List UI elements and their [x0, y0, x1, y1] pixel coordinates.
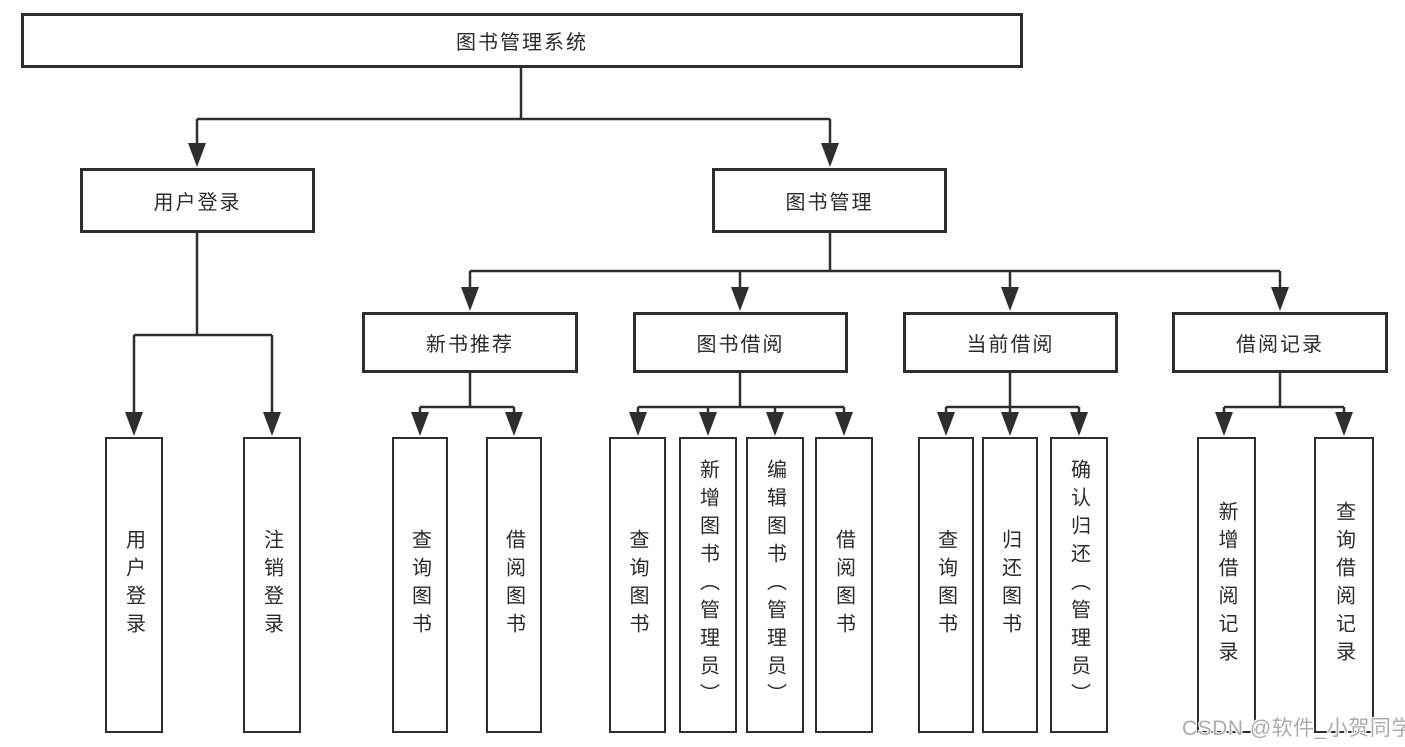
- leaf-query-books-recommend: 查询图书: [392, 437, 448, 733]
- node-user-login: 用户登录: [80, 168, 315, 233]
- arrow-icon: [821, 143, 839, 167]
- arrow-icon: [835, 412, 853, 436]
- csdn-watermark: CSDN @软件_小贺同学: [1182, 717, 1405, 740]
- leaf-user-login: 用户登录: [105, 437, 163, 733]
- leaf-query-books-current: 查询图书: [918, 437, 974, 733]
- arrow-icon: [263, 412, 281, 436]
- arrow-icon: [1001, 412, 1019, 436]
- connector-borrow-records-split: [1222, 373, 1346, 420]
- node-borrowing-records: 借阅记录: [1172, 312, 1388, 373]
- leaf-query-books-borrow: 查询图书: [609, 437, 666, 733]
- connector-book-management-split: [468, 233, 1282, 292]
- leaf-confirm-return-admin: 确认归还（管理员）: [1050, 437, 1108, 733]
- node-book-borrowing: 图书借阅: [633, 312, 848, 373]
- leaf-borrow-books: 借阅图书: [815, 437, 873, 733]
- node-current-borrowing: 当前借阅: [903, 312, 1118, 373]
- arrow-icon: [1215, 412, 1233, 436]
- connector-user-login-split: [132, 233, 274, 418]
- arrow-icon: [461, 287, 479, 311]
- leaf-edit-books-admin: 编辑图书（管理员）: [746, 437, 804, 733]
- arrow-icon: [629, 412, 647, 436]
- connector-root-split: [195, 68, 832, 148]
- leaf-add-books-admin: 新增图书（管理员）: [679, 437, 737, 733]
- leaf-borrow-books-recommend: 借阅图书: [486, 437, 542, 733]
- node-book-management: 图书管理: [712, 168, 947, 233]
- arrow-icon: [937, 412, 955, 436]
- arrow-icon: [125, 412, 143, 436]
- leaf-add-borrow-record: 新增借阅记录: [1197, 437, 1256, 733]
- arrow-icon: [1070, 412, 1088, 436]
- arrow-icon: [1335, 412, 1353, 436]
- arrow-icon: [1271, 287, 1289, 311]
- arrow-icon: [188, 143, 206, 167]
- leaf-logout: 注销登录: [243, 437, 301, 733]
- leaf-return-books: 归还图书: [982, 437, 1038, 733]
- arrow-icon: [411, 412, 429, 436]
- arrow-icon: [505, 412, 523, 436]
- arrow-icon: [699, 412, 717, 436]
- arrow-icon: [766, 412, 784, 436]
- node-new-book-recommendation: 新书推荐: [362, 312, 578, 373]
- node-library-system: 图书管理系统: [21, 13, 1023, 68]
- connector-new-book-split: [418, 373, 516, 420]
- connector-book-borrow-split: [636, 373, 846, 420]
- arrowheads: [125, 143, 1353, 436]
- arrow-icon: [731, 287, 749, 311]
- arrow-icon: [1001, 287, 1019, 311]
- leaf-query-borrow-record: 查询借阅记录: [1314, 437, 1374, 733]
